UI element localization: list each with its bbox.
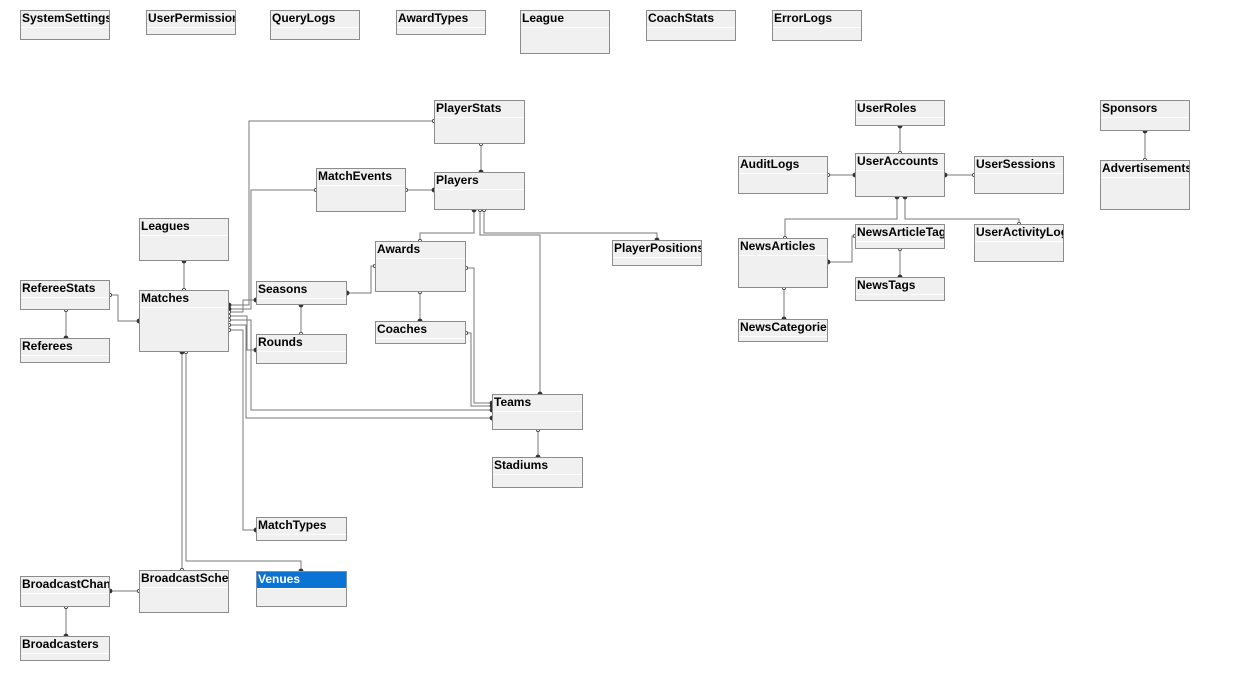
table-title: Referees xyxy=(21,339,109,356)
table-query-logs[interactable]: QueryLogs xyxy=(270,10,360,40)
table-awards[interactable]: Awards xyxy=(375,241,466,292)
table-title: League xyxy=(521,11,609,28)
table-league[interactable]: League xyxy=(520,10,610,54)
table-user-roles[interactable]: UserRoles xyxy=(855,100,945,126)
table-title: UserRoles xyxy=(856,101,944,118)
table-title: UserActivityLog xyxy=(975,225,1063,242)
relationship-line-matches-to-seasons[interactable] xyxy=(229,299,256,313)
relationship-line-player-stats-to-matches[interactable] xyxy=(229,120,434,306)
table-title: PlayerStats xyxy=(435,101,524,118)
table-teams[interactable]: Teams xyxy=(492,394,583,430)
table-player-positions[interactable]: PlayerPositions xyxy=(612,240,702,266)
table-players[interactable]: Players xyxy=(434,172,525,210)
table-coach-stats[interactable]: CoachStats xyxy=(646,10,736,41)
table-user-activity-log[interactable]: UserActivityLog xyxy=(974,224,1064,262)
table-title: MatchTypes xyxy=(257,518,346,535)
table-broadcasters[interactable]: Broadcasters xyxy=(20,636,110,661)
table-news-tags[interactable]: NewsTags xyxy=(855,277,945,301)
table-user-sessions[interactable]: UserSessions xyxy=(974,156,1064,194)
table-title: Stadiums xyxy=(493,458,582,475)
table-rounds[interactable]: Rounds xyxy=(256,334,347,364)
table-title: UserSessions xyxy=(975,157,1063,174)
table-news-articles[interactable]: NewsArticles xyxy=(738,238,828,288)
table-broadcast-chann[interactable]: BroadcastChann xyxy=(20,576,110,607)
relationship-line-awards-to-teams[interactable] xyxy=(466,267,492,404)
table-stadiums[interactable]: Stadiums xyxy=(492,457,583,488)
relationship-line-news-article-tag-to-news-articles[interactable] xyxy=(828,235,855,263)
relationship-line-matches-to-match-types[interactable] xyxy=(229,329,256,531)
table-award-types[interactable]: AwardTypes xyxy=(396,10,486,35)
table-seasons[interactable]: Seasons xyxy=(256,281,347,305)
table-title: NewsTags xyxy=(856,278,944,295)
table-title: Broadcasters xyxy=(21,637,109,654)
table-venues[interactable]: Venues xyxy=(256,571,347,607)
relationship-line-players-to-player-positions[interactable] xyxy=(483,210,658,240)
table-user-accounts[interactable]: UserAccounts xyxy=(855,153,945,197)
table-audit-logs[interactable]: AuditLogs xyxy=(738,156,828,194)
table-advertisements[interactable]: Advertisements xyxy=(1100,160,1190,210)
table-title: SystemSettings xyxy=(21,11,109,28)
table-title: UserAccounts xyxy=(856,154,944,171)
table-referee-stats[interactable]: RefereeStats xyxy=(20,280,110,310)
relationship-line-players-to-teams[interactable] xyxy=(479,210,541,394)
table-title: Teams xyxy=(493,395,582,412)
table-referees[interactable]: Referees xyxy=(20,338,110,363)
table-leagues[interactable]: Leagues xyxy=(139,218,229,261)
table-title: Coaches xyxy=(376,322,465,339)
relationship-line-coaches-to-teams[interactable] xyxy=(466,332,492,407)
relationship-line-match-events-to-matches[interactable] xyxy=(229,189,316,310)
table-match-types[interactable]: MatchTypes xyxy=(256,517,347,541)
table-title: Advertisements xyxy=(1101,161,1189,178)
table-title: BroadcastSched xyxy=(140,571,228,588)
table-title: NewsArticleTag xyxy=(856,225,944,242)
relationship-line-referee-stats-to-matches[interactable] xyxy=(110,294,139,322)
table-title: MatchEvents xyxy=(317,169,405,186)
table-title: Awards xyxy=(376,242,465,259)
table-player-stats[interactable]: PlayerStats xyxy=(434,100,525,144)
table-matches[interactable]: Matches xyxy=(139,290,229,352)
relationship-line-matches-to-venues[interactable] xyxy=(185,352,302,571)
table-sponsors[interactable]: Sponsors xyxy=(1100,100,1190,131)
table-title: Rounds xyxy=(257,335,346,352)
table-broadcast-sched[interactable]: BroadcastSched xyxy=(139,570,229,613)
table-news-article-tag[interactable]: NewsArticleTag xyxy=(855,224,945,249)
table-match-events[interactable]: MatchEvents xyxy=(316,168,406,212)
table-title: Sponsors xyxy=(1101,101,1189,118)
table-title: Leagues xyxy=(140,219,228,236)
table-title: Players xyxy=(435,173,524,190)
table-news-categories[interactable]: NewsCategories xyxy=(738,319,828,342)
table-title: NewsCategories xyxy=(739,320,827,337)
table-title: NewsArticles xyxy=(739,239,827,256)
table-title: BroadcastChann xyxy=(21,577,109,594)
relationship-line-user-activity-log-to-user-accounts[interactable] xyxy=(904,197,1020,224)
table-title: Seasons xyxy=(257,282,346,299)
table-system-settings[interactable]: SystemSettings xyxy=(20,10,110,40)
table-title: QueryLogs xyxy=(271,11,359,28)
table-title: Venues xyxy=(257,572,346,589)
table-title: RefereeStats xyxy=(21,281,109,298)
table-error-logs[interactable]: ErrorLogs xyxy=(772,10,862,41)
relationship-line-awards-to-players[interactable] xyxy=(419,210,475,241)
table-title: UserPermissions xyxy=(147,11,235,28)
table-title: CoachStats xyxy=(647,11,735,28)
relationship-line-matches-to-teams[interactable] xyxy=(229,319,492,411)
table-title: AwardTypes xyxy=(397,11,485,28)
table-user-permissions[interactable]: UserPermissions xyxy=(146,10,236,35)
relationship-line-awards-to-seasons[interactable] xyxy=(347,265,375,294)
table-coaches[interactable]: Coaches xyxy=(375,321,466,344)
table-title: PlayerPositions xyxy=(613,241,701,258)
relationship-line-news-articles-to-user-accounts[interactable] xyxy=(784,197,898,238)
table-title: Matches xyxy=(140,291,228,308)
relationship-line-matches-to-teams[interactable] xyxy=(229,324,492,419)
table-title: ErrorLogs xyxy=(773,11,861,28)
table-title: AuditLogs xyxy=(739,157,827,174)
